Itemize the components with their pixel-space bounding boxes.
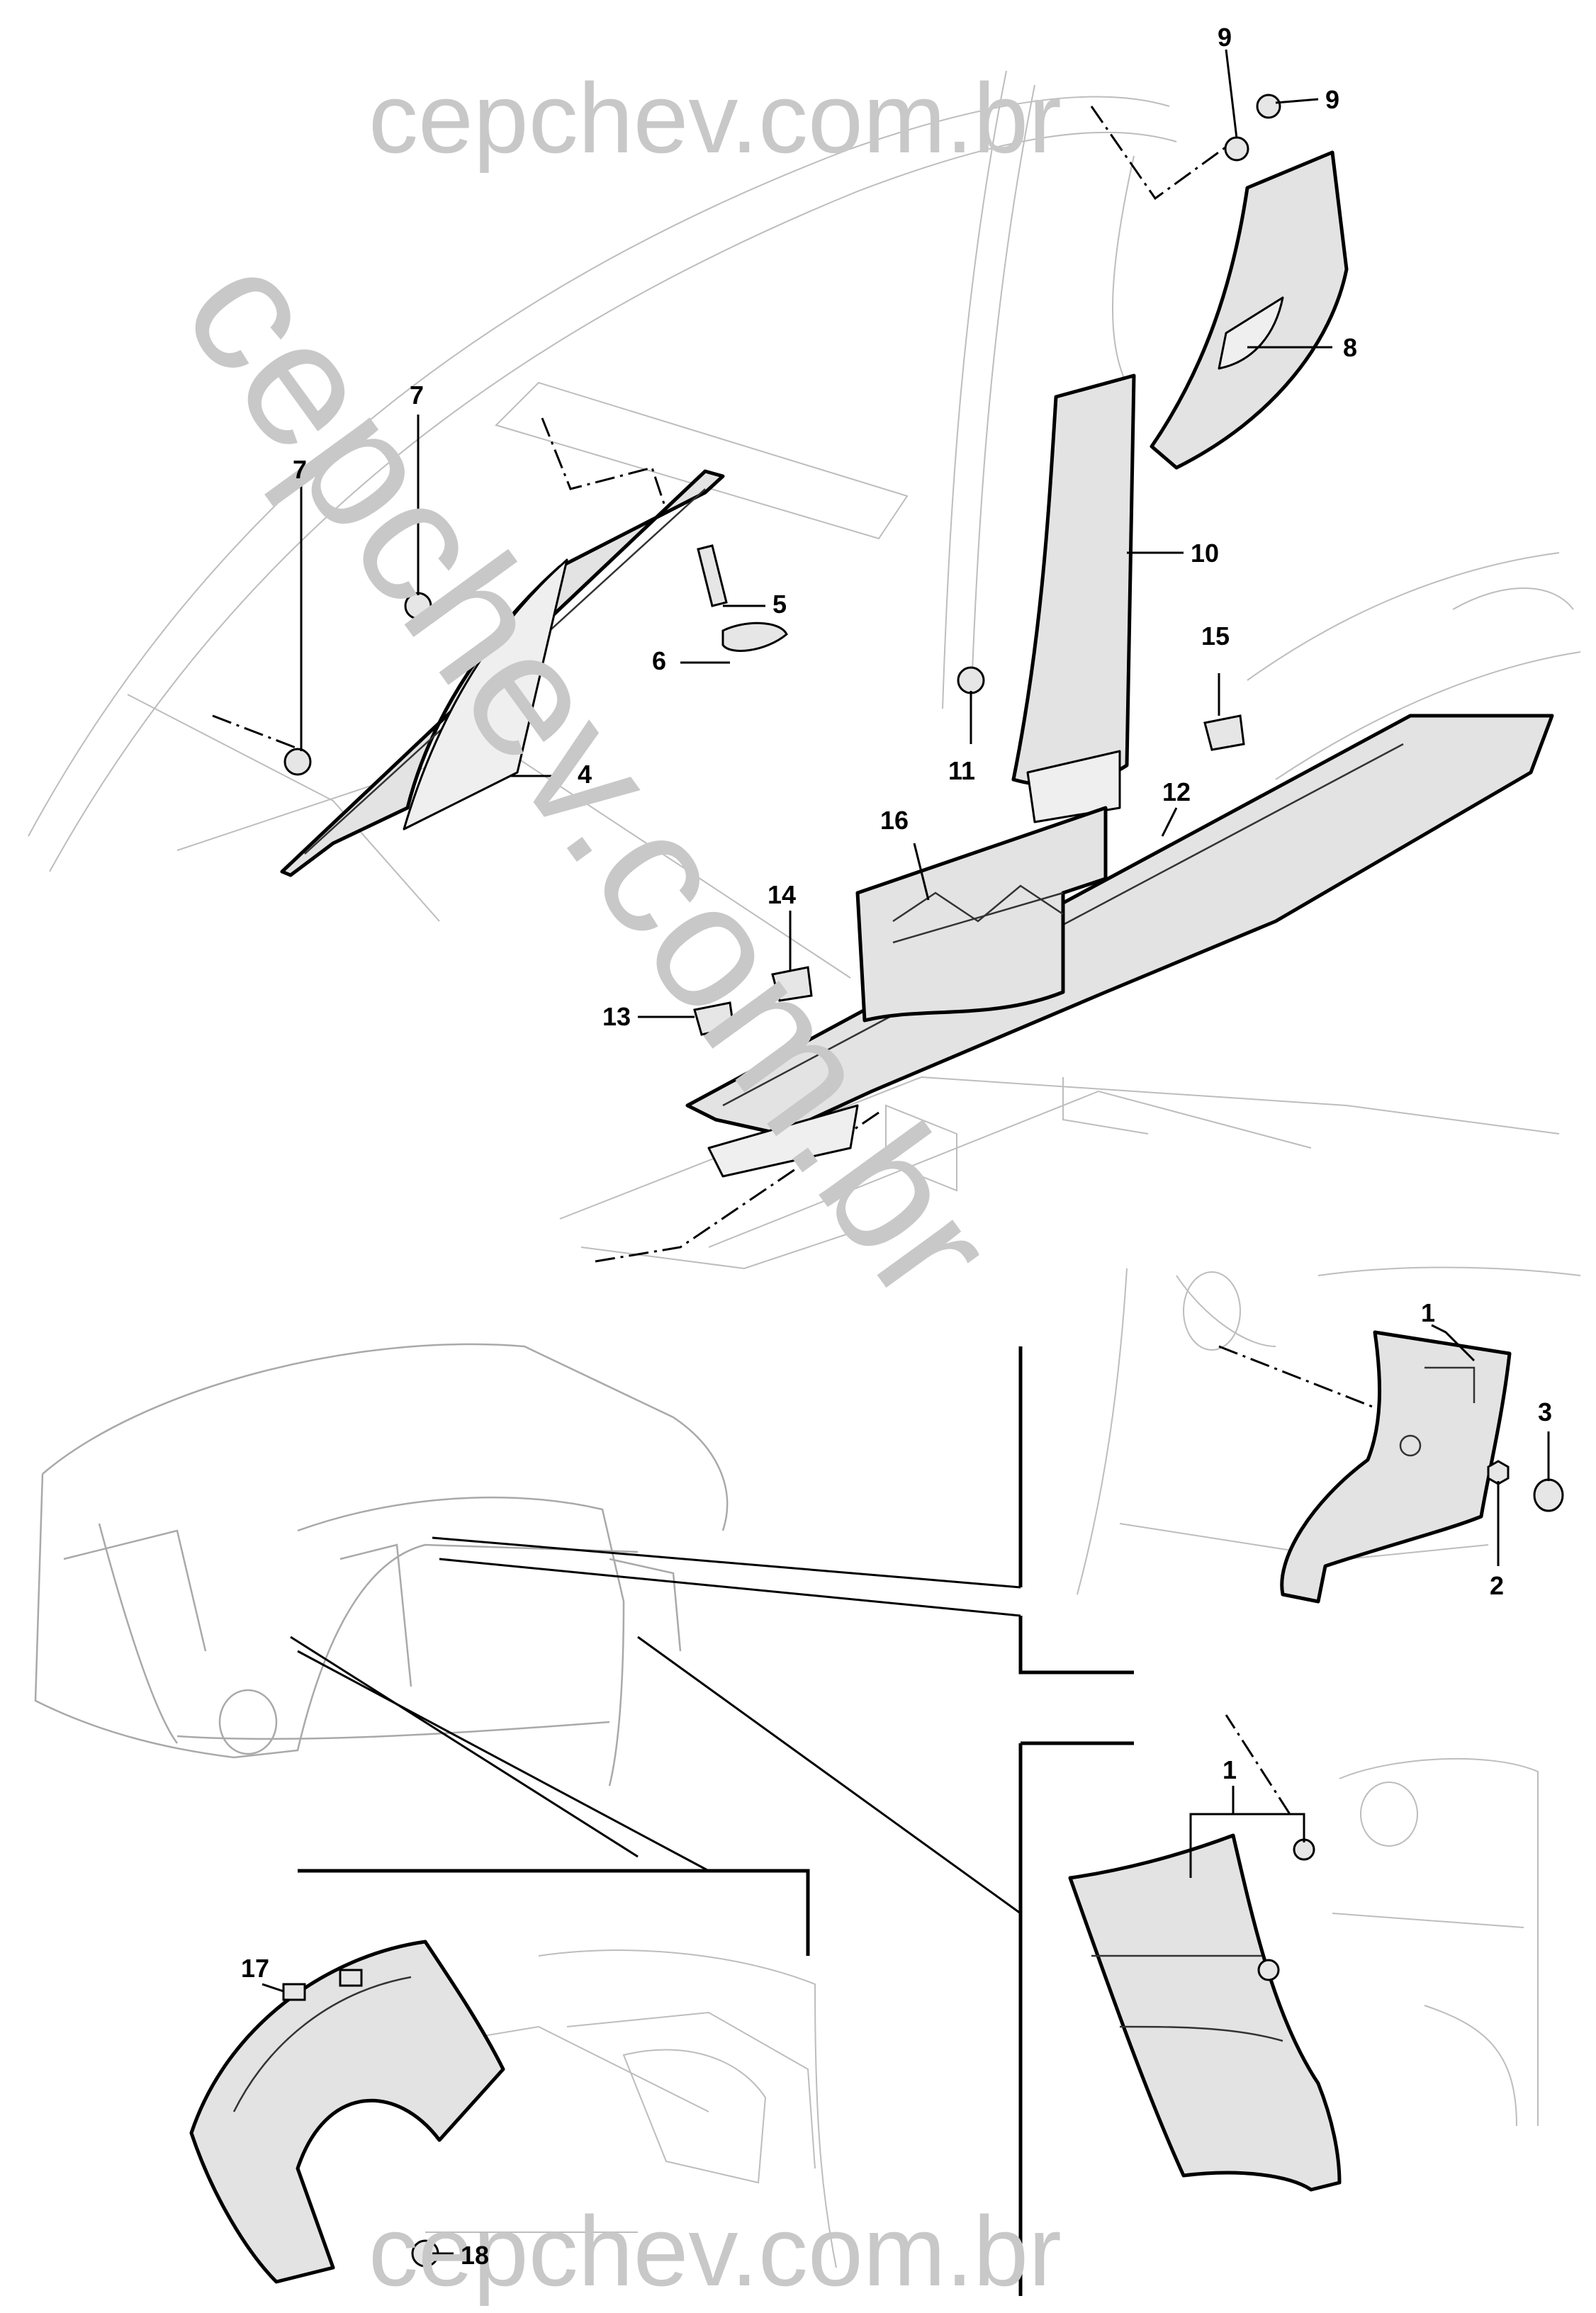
callout-15: 15 [1201, 621, 1230, 651]
callout-7: 7 [410, 381, 424, 410]
callout-1: 1 [1421, 1298, 1435, 1327]
callout-7: 7 [293, 455, 307, 484]
fasteners [283, 94, 1564, 2268]
detail-frames [290, 1346, 1134, 2296]
callout-16: 16 [880, 806, 909, 835]
part-17-rear-quarter-trim [189, 1940, 505, 2284]
callout-2: 2 [1490, 1571, 1504, 1600]
callout-14: 14 [768, 880, 796, 909]
part-1-upper-trim [1280, 1330, 1512, 1604]
callout-18: 18 [461, 2241, 489, 2270]
callout-12: 12 [1162, 777, 1191, 806]
callout-11: 11 [948, 756, 975, 785]
callout-4: 4 [578, 760, 592, 789]
callout-10: 10 [1191, 539, 1219, 568]
callout-5: 5 [772, 590, 787, 619]
callout-6: 6 [652, 646, 666, 675]
part-4-a-pillar-trim [280, 469, 725, 877]
callout-9: 9 [1325, 85, 1339, 114]
callout-labels: 1 1 2 3 4 5 6 7 7 8 9 9 10 11 12 13 14 1… [241, 23, 1552, 2270]
part-16-sill-insert [855, 806, 1108, 1023]
callout-3: 3 [1538, 1397, 1552, 1426]
callout-leaders [262, 49, 1550, 2255]
callout-9: 9 [1218, 23, 1232, 52]
watermark-top: cepchev.com.br [369, 62, 1062, 174]
part-12-sill-plate [685, 714, 1554, 1178]
callout-17: 17 [241, 1954, 269, 1983]
part-10-b-pillar-trim [1011, 373, 1136, 823]
callout-13: 13 [602, 1002, 631, 1031]
part-8-upper-b-pillar-trim [1150, 150, 1349, 470]
watermark-bottom: cepchev.com.br [369, 2195, 1062, 2307]
callout-1: 1 [1223, 1755, 1237, 1784]
part-1-lower-trim [1068, 1833, 1342, 2192]
callout-8: 8 [1343, 333, 1357, 362]
